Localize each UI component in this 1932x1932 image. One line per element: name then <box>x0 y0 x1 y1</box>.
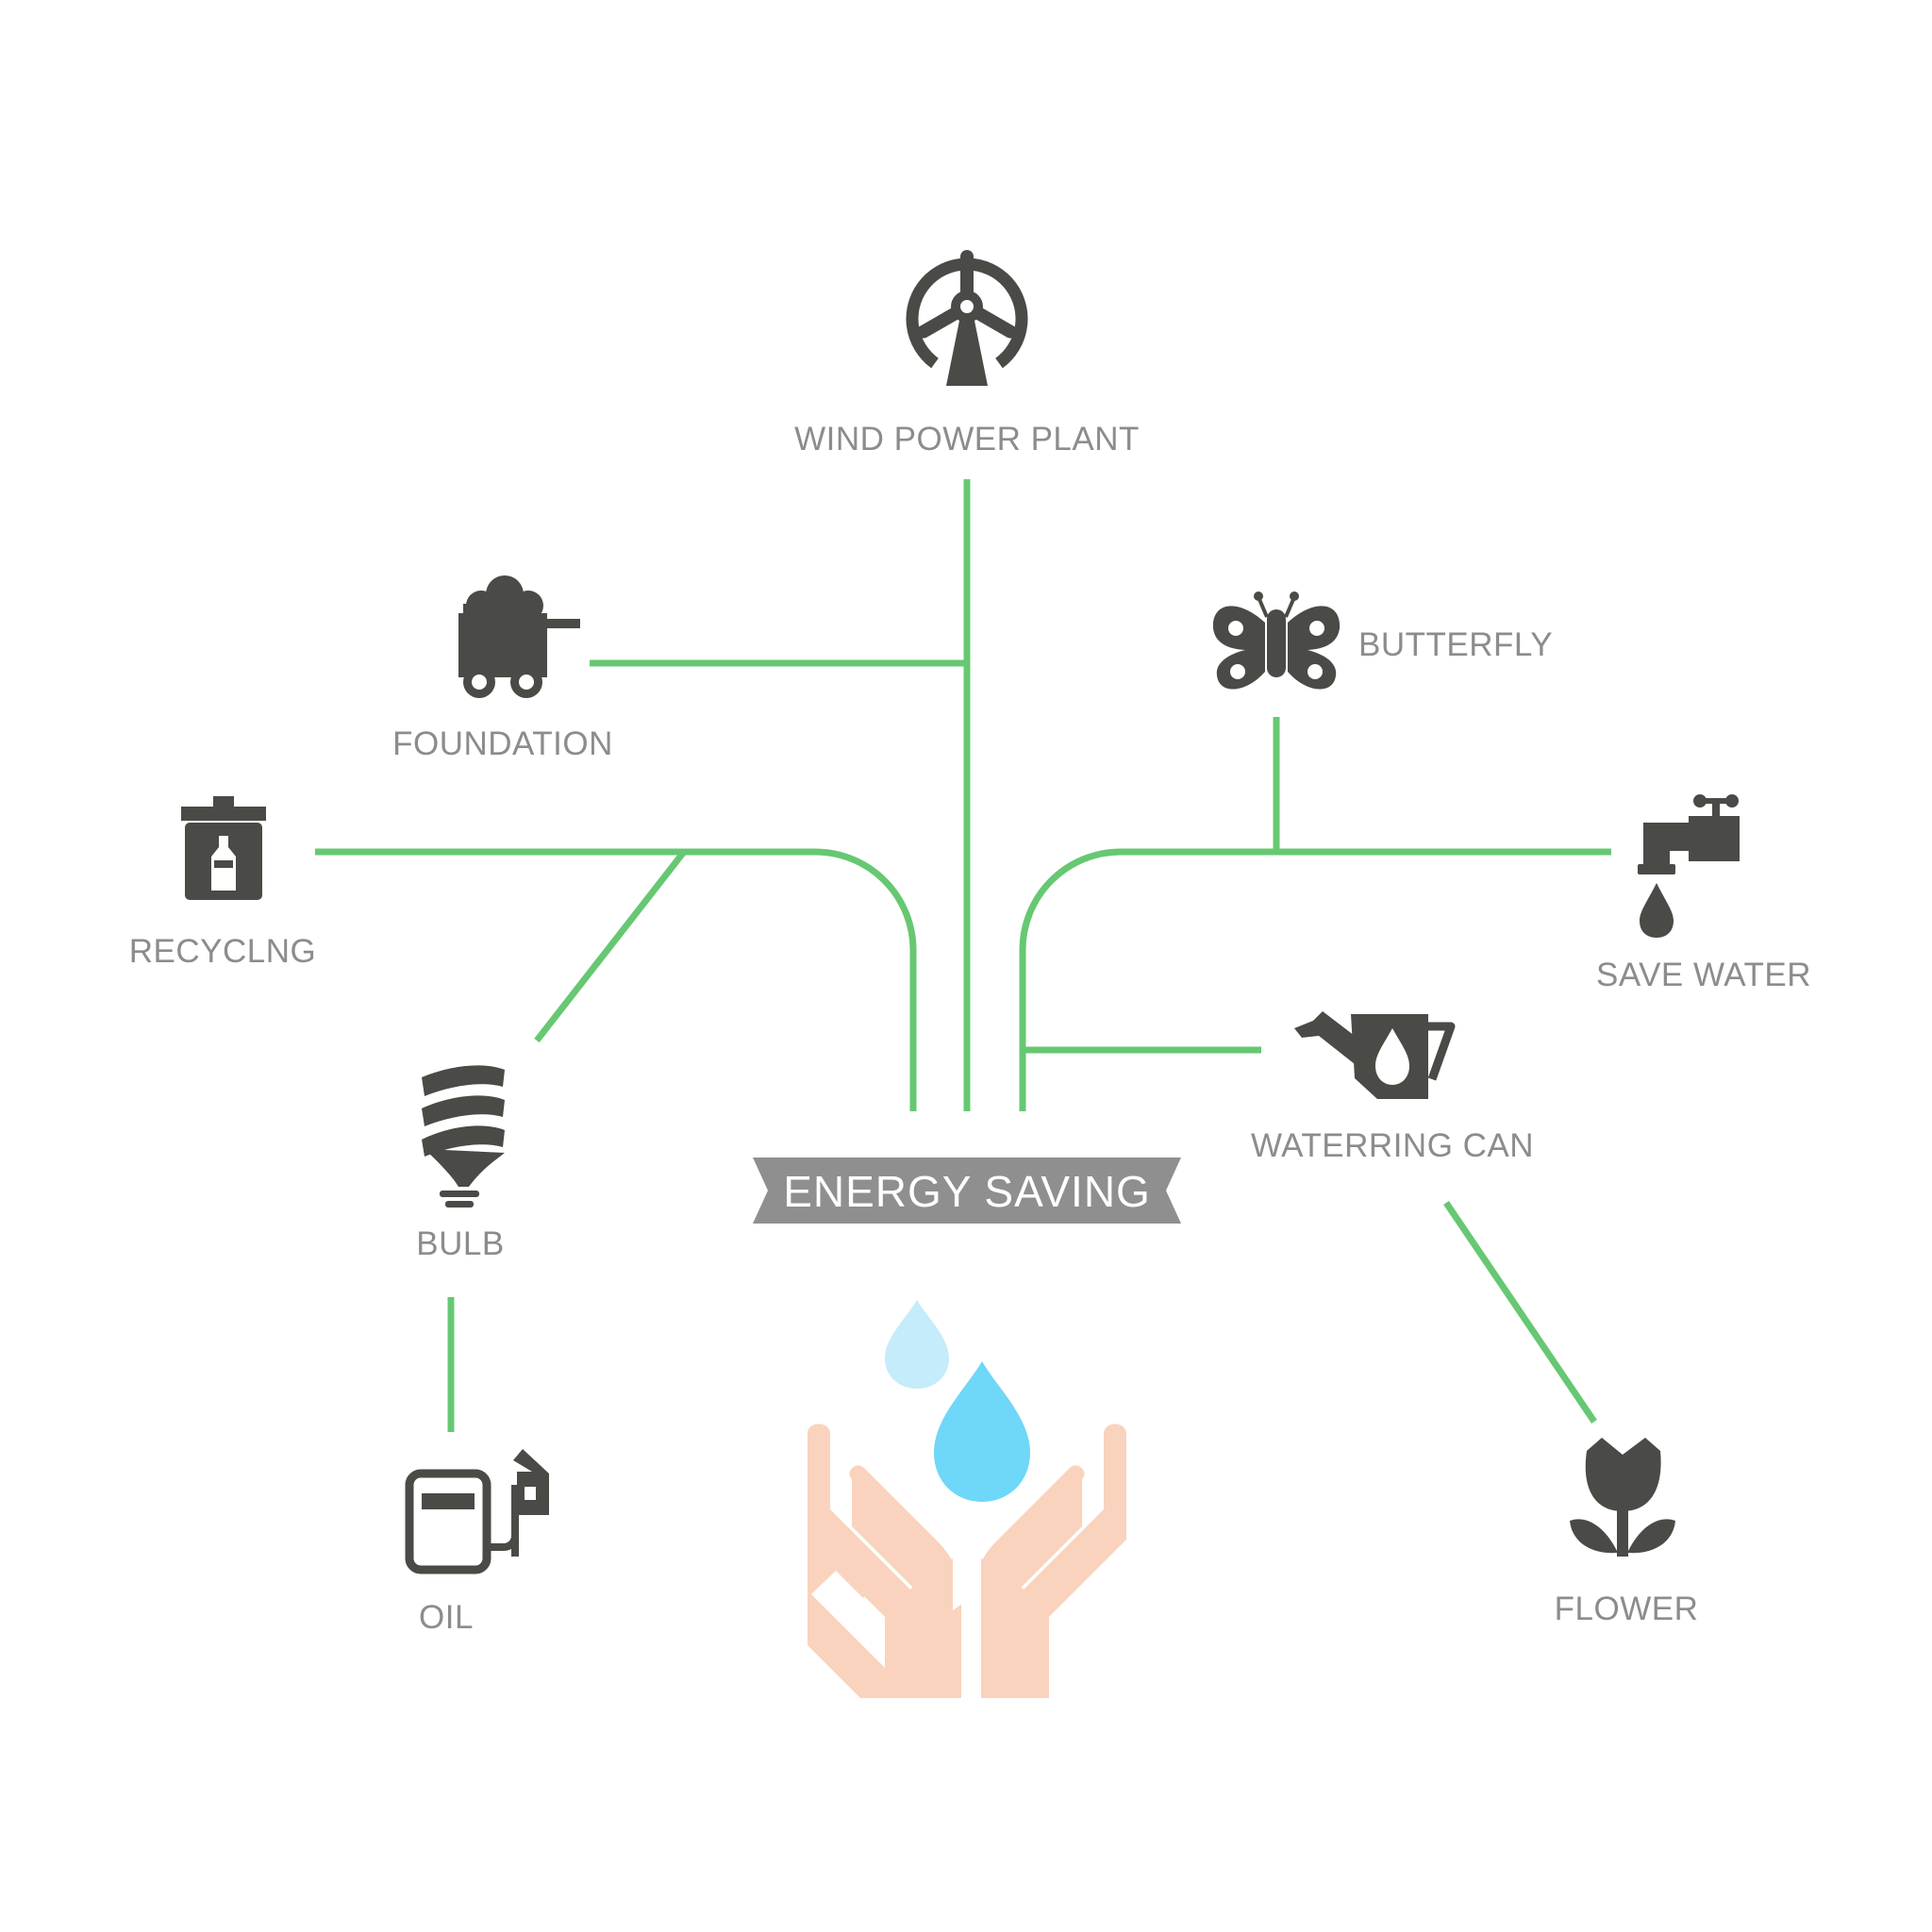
line-flower <box>1443 1201 1597 1424</box>
label-oil: OIL <box>419 1599 474 1636</box>
label-butterfly: BUTTERFLY <box>1358 626 1553 663</box>
water-tap-icon <box>1638 794 1740 938</box>
butterfly-icon <box>1212 591 1341 690</box>
banner-title: ENERGY SAVING <box>783 1167 1151 1216</box>
label-bulb: BULB <box>416 1225 504 1262</box>
title-banner: ENERGY SAVING <box>753 1158 1181 1224</box>
label-recycling: RECYCLNG <box>129 933 316 970</box>
label-watering-can: WATERRING CAN <box>1251 1127 1534 1164</box>
connector-lines <box>315 479 1611 1432</box>
coal-cart-icon <box>458 575 580 698</box>
tulip-icon <box>1570 1438 1675 1557</box>
recycle-bin-icon <box>181 796 266 900</box>
watering-can-icon <box>1294 1011 1456 1099</box>
label-foundation: FOUNDATION <box>392 725 613 762</box>
label-save-water: SAVE WATER <box>1596 957 1811 993</box>
energy-saving-bulb-icon <box>422 1065 505 1208</box>
line-save-water <box>1019 848 1611 1111</box>
fuel-pump-icon <box>405 1449 549 1574</box>
wind-turbine-icon <box>906 250 1028 386</box>
hands-water-drops-icon <box>808 1300 1126 1703</box>
line-recycling <box>315 848 917 1111</box>
line-bulb <box>534 849 687 1043</box>
label-wind-power-plant: WIND POWER PLANT <box>794 421 1140 458</box>
label-flower: FLOWER <box>1555 1591 1699 1627</box>
